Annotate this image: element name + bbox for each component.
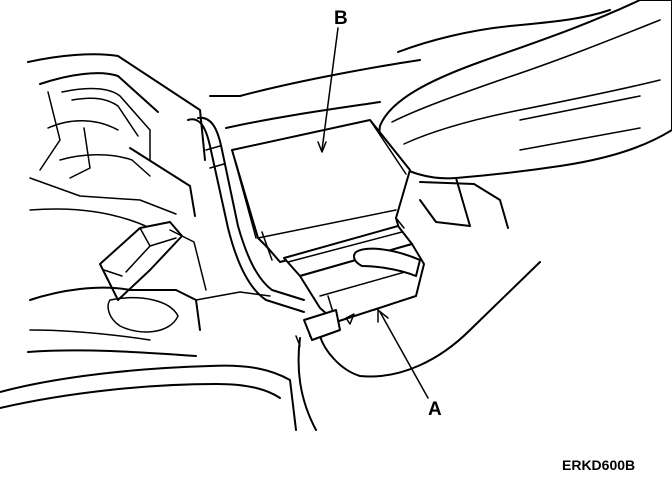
control-module-b [231,119,411,263]
left-console-tray [27,53,206,229]
right-trim-panel [209,0,672,229]
connector-a [283,225,425,341]
callout-label-a: A [428,399,442,420]
callout-label-b: B [334,8,348,29]
figure-code: ERKD600B [562,457,635,473]
left-mounting-bracket [27,229,271,357]
floor-sill [0,261,541,431]
wiring-harness [187,116,305,313]
left-connector-block [99,221,183,301]
callout-leaders [317,27,429,399]
